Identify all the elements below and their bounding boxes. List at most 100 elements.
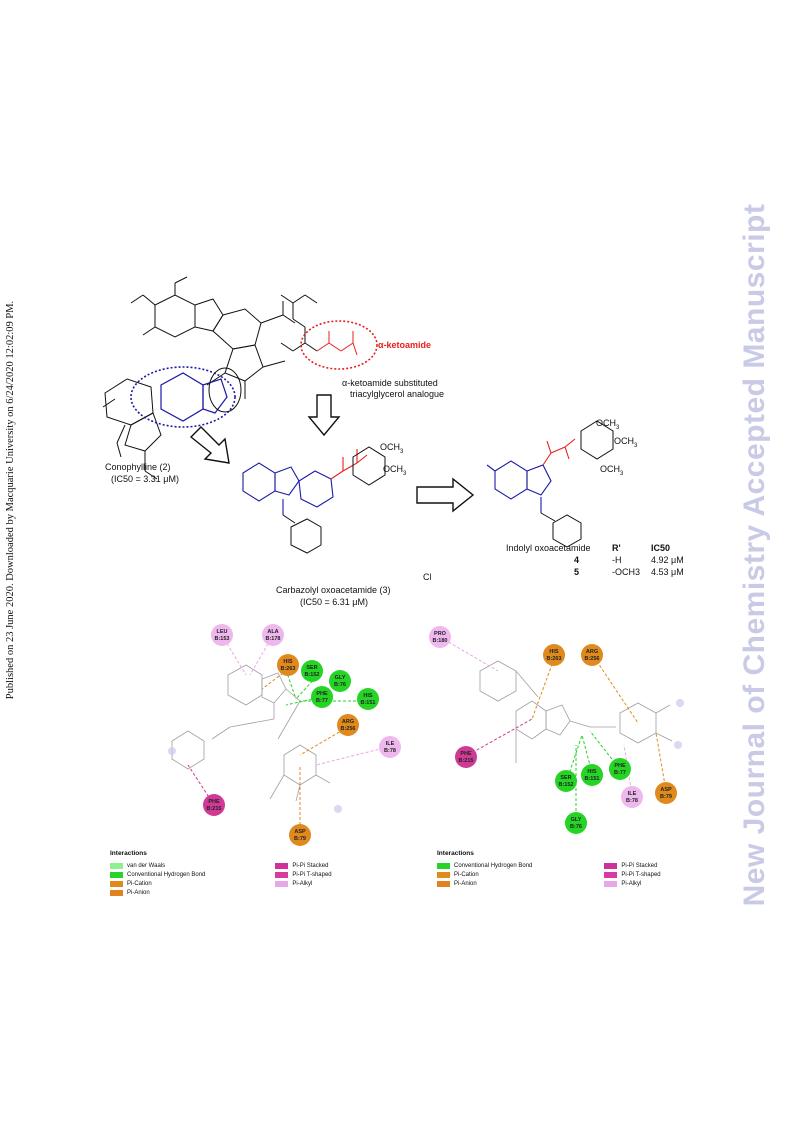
svg-text:B:263: B:263 bbox=[547, 656, 562, 662]
svg-text:B:76: B:76 bbox=[570, 824, 582, 830]
svg-text:B:79: B:79 bbox=[294, 836, 306, 842]
legend-swatch bbox=[110, 862, 123, 869]
carbazolyl-structure bbox=[242, 462, 334, 515]
svg-text:PHE: PHE bbox=[316, 691, 328, 697]
legend-swatch bbox=[437, 871, 450, 878]
down-arrow bbox=[307, 394, 341, 437]
legend-right-title: Interactions bbox=[437, 850, 474, 857]
conophylline-ic50: (IC50 = 3.31 μM) bbox=[111, 474, 179, 484]
svg-text:GLY: GLY bbox=[335, 675, 346, 681]
svg-text:B:180: B:180 bbox=[433, 638, 448, 644]
legend-item: Pi-Pi Stacked bbox=[604, 861, 660, 870]
svg-text:B:256: B:256 bbox=[585, 656, 600, 662]
svg-text:HIS: HIS bbox=[283, 659, 293, 665]
och3-label-5: OCH3 bbox=[600, 464, 624, 477]
row-5-id: 5 bbox=[574, 567, 580, 577]
legend-swatch bbox=[275, 871, 289, 878]
svg-text:PHE: PHE bbox=[460, 751, 472, 757]
reaction-scheme-figure bbox=[102, 276, 614, 554]
legend-item: van der Waals bbox=[110, 861, 205, 870]
legend-swatch bbox=[604, 871, 618, 878]
svg-text:B:76: B:76 bbox=[334, 682, 346, 688]
right-arrow bbox=[416, 477, 475, 513]
svg-text:HIS: HIS bbox=[587, 769, 597, 775]
legend-swatch bbox=[275, 880, 289, 887]
accepted-manuscript-watermark: New Journal of Chemistry Accepted Manusc… bbox=[738, 203, 771, 907]
svg-text:PRO: PRO bbox=[434, 631, 447, 637]
svg-text:B:215: B:215 bbox=[207, 806, 222, 812]
legend-swatch bbox=[275, 862, 289, 869]
row-4-id: 4 bbox=[574, 555, 580, 565]
ketoamide-caption-line2: triacylglycerol analogue bbox=[350, 389, 445, 399]
legend-left-title: Interactions bbox=[110, 850, 147, 857]
row-4-ic50: 4.92 μM bbox=[651, 555, 684, 565]
conophylline-label: Conophylline (2) bbox=[105, 462, 171, 472]
svg-text:B:263: B:263 bbox=[281, 666, 296, 672]
legend-swatch bbox=[437, 862, 450, 869]
svg-text:LEU: LEU bbox=[217, 629, 228, 635]
svg-text:B:151: B:151 bbox=[361, 700, 376, 706]
table-header-r: R' bbox=[612, 543, 621, 553]
row-4-r: -H bbox=[612, 555, 622, 565]
legend-left: Interactions van der Waals Conventional … bbox=[110, 850, 390, 897]
svg-text:B:153: B:153 bbox=[215, 636, 230, 642]
legend-swatch bbox=[110, 880, 123, 887]
svg-text:B:152: B:152 bbox=[305, 672, 320, 678]
legend-swatch bbox=[437, 880, 450, 887]
legend-swatch bbox=[110, 871, 123, 878]
legend-item: Pi-Anion bbox=[437, 879, 532, 888]
svg-text:ASP: ASP bbox=[660, 787, 672, 793]
svg-text:B:151: B:151 bbox=[585, 776, 600, 782]
svg-text:B:152: B:152 bbox=[559, 782, 574, 788]
svg-text:B:78: B:78 bbox=[384, 748, 396, 754]
svg-text:SER: SER bbox=[560, 775, 571, 781]
legend-swatch bbox=[604, 862, 618, 869]
ketoamide-tag-structure bbox=[280, 294, 318, 352]
svg-text:B:178: B:178 bbox=[266, 636, 281, 642]
row-5-ic50: 4.53 μM bbox=[651, 567, 684, 577]
svg-text:B:77: B:77 bbox=[614, 770, 626, 776]
svg-text:B:256: B:256 bbox=[341, 726, 356, 732]
legend-item: Pi-Alkyl bbox=[604, 879, 660, 888]
legend-swatch bbox=[604, 880, 618, 887]
legend-item: Conventional Hydrogen Bond bbox=[437, 861, 532, 870]
indolyl-structure bbox=[486, 460, 552, 513]
ketoamide-caption-line1: α-ketoamide substituted bbox=[342, 378, 438, 388]
svg-text:B:215: B:215 bbox=[459, 758, 474, 764]
conophylline-blue-core bbox=[130, 366, 242, 428]
conophylline-structure bbox=[102, 276, 296, 480]
legend-swatch bbox=[110, 889, 123, 896]
svg-text:ARG: ARG bbox=[586, 649, 598, 655]
svg-text:ILE: ILE bbox=[386, 741, 395, 747]
carbazolyl-ic50: (IC50 = 6.31 μM) bbox=[300, 597, 368, 607]
legend-item: Pi-Pi T-shaped bbox=[275, 870, 332, 879]
legend-item: Pi-Cation bbox=[110, 879, 205, 888]
ketoamide-red-fragment bbox=[300, 320, 378, 370]
cl-label: Cl bbox=[423, 572, 432, 582]
svg-text:PHE: PHE bbox=[614, 763, 626, 769]
svg-text:ASP: ASP bbox=[294, 829, 306, 835]
legend-item: Pi-Pi T-shaped bbox=[604, 870, 661, 879]
table-header-ic50: IC50 bbox=[651, 543, 671, 553]
svg-text:SER: SER bbox=[306, 665, 317, 671]
svg-text:ARG: ARG bbox=[342, 719, 354, 725]
publication-margin-note: Published on 23 June 2020. Downloaded by… bbox=[5, 300, 16, 700]
indolyl-label: Indolyl oxoacetamide bbox=[506, 543, 591, 553]
row-5-r: -OCH3 bbox=[612, 567, 641, 577]
legend-item: Pi-Anion bbox=[110, 888, 205, 897]
svg-text:PHE: PHE bbox=[208, 799, 220, 805]
svg-text:GLY: GLY bbox=[571, 817, 582, 823]
svg-text:ILE: ILE bbox=[628, 791, 637, 797]
legend-item: Conventional Hydrogen Bond bbox=[110, 870, 205, 879]
och3-label-3: OCH3 bbox=[596, 418, 620, 431]
legend-right: Interactions Conventional Hydrogen Bond … bbox=[437, 850, 697, 888]
svg-text:HIS: HIS bbox=[549, 649, 559, 655]
svg-text:B:77: B:77 bbox=[316, 698, 328, 704]
legend-item: Pi-Cation bbox=[437, 870, 532, 879]
och3-label-2: OCH3 bbox=[383, 464, 407, 477]
svg-text:B:79: B:79 bbox=[660, 794, 672, 800]
svg-text:ALA: ALA bbox=[267, 629, 278, 635]
